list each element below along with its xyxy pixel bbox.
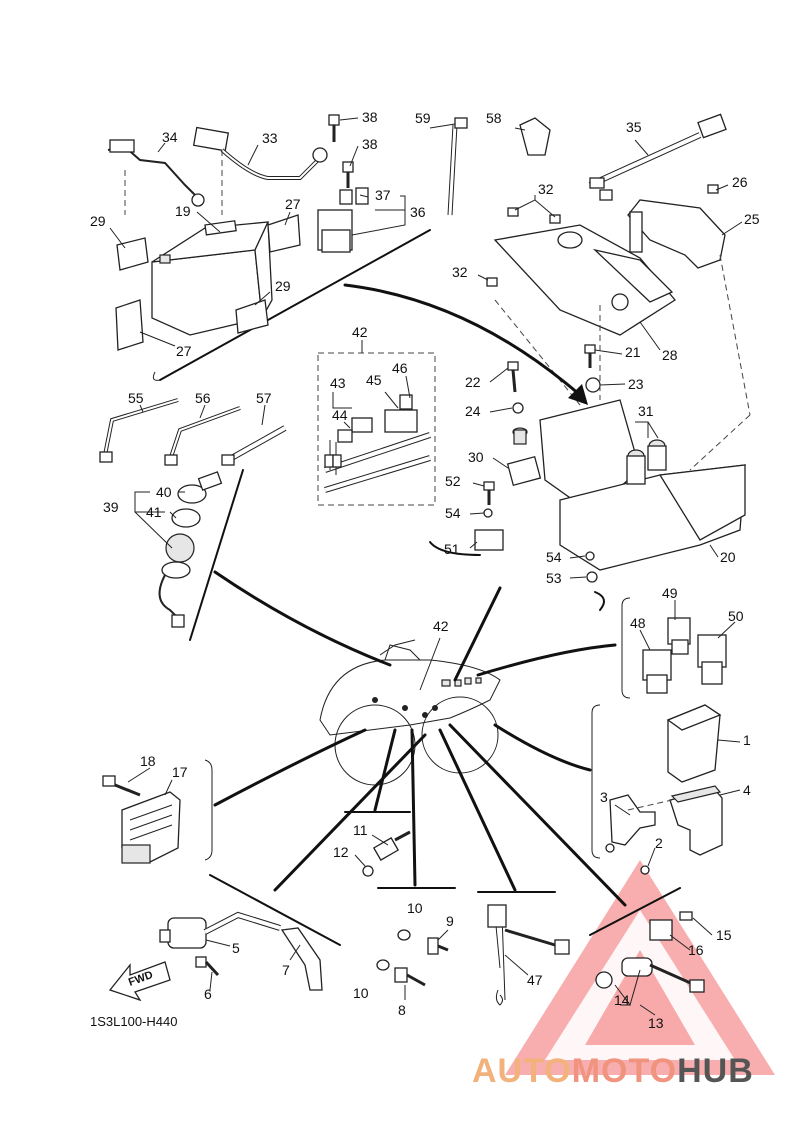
part-number: 4	[743, 782, 751, 798]
part-number: 26	[732, 174, 748, 190]
part-number: 35	[626, 119, 642, 135]
watermark-logo: AUTOMOTOHUB	[472, 860, 775, 1090]
part-number: 2	[655, 835, 663, 851]
part-number: 21	[625, 344, 641, 360]
motorcycle-outline	[319, 637, 501, 786]
part-number: 15	[716, 927, 732, 943]
part-number-labels: 1 2 3 4 5 6 7 8 9 10 10 11 12 13 14 15 1…	[90, 109, 760, 1031]
part-number: 29	[275, 278, 291, 294]
part-number: 34	[162, 129, 178, 145]
part-number: 46	[392, 360, 408, 376]
battery-group	[107, 114, 431, 381]
part-number: 19	[175, 203, 191, 219]
part-number: 20	[720, 549, 736, 565]
watermark-auto: AUTO	[472, 1052, 572, 1090]
part-number: 7	[282, 962, 290, 978]
part-number: 30	[468, 449, 484, 465]
part-number: 44	[332, 407, 348, 423]
part-number: 45	[366, 372, 382, 388]
part-number: 53	[546, 570, 562, 586]
part-number: 31	[638, 403, 654, 419]
part-number: 32	[452, 264, 468, 280]
part-number: 55	[128, 390, 144, 406]
part-number: 3	[600, 789, 608, 805]
part-number: 17	[172, 764, 188, 780]
part-number: 41	[146, 504, 162, 520]
part-number: 6	[204, 986, 212, 1002]
tie-and-switch-group	[99, 398, 287, 641]
svg-text:AUTOMOTOHUB: AUTOMOTOHUB	[472, 1052, 754, 1090]
part-number: 24	[465, 403, 481, 419]
part-number: 39	[103, 499, 119, 515]
part-number: 40	[156, 484, 172, 500]
part-number: 58	[486, 110, 502, 126]
ecu-bracket-group	[343, 113, 751, 611]
part-number: 27	[285, 196, 301, 212]
part-number: 49	[662, 585, 678, 601]
fwd-arrow-icon	[108, 961, 171, 1002]
part-number: 52	[445, 473, 461, 489]
watermark-moto: MOTO	[572, 1052, 677, 1090]
part-number: 27	[176, 343, 192, 359]
regulator-and-coil-group: FWD	[102, 767, 323, 1002]
part-number: 42	[352, 324, 368, 340]
part-number: 29	[90, 213, 106, 229]
part-number: 51	[444, 541, 460, 557]
sensor-group	[354, 830, 570, 1006]
part-number: 18	[140, 753, 156, 769]
part-number: 25	[744, 211, 760, 227]
part-number: 28	[662, 347, 678, 363]
part-number: 54	[445, 505, 461, 521]
part-number: 38	[362, 136, 378, 152]
part-number: 47	[527, 972, 543, 988]
part-number: 10	[353, 985, 369, 1001]
part-number: 23	[628, 376, 644, 392]
part-number: 9	[446, 913, 454, 929]
part-number: 8	[398, 1002, 406, 1018]
part-number: 37	[375, 187, 391, 203]
fuse-box-group	[317, 340, 436, 506]
part-number: 38	[362, 109, 378, 125]
part-number: 42	[433, 618, 449, 634]
part-number: 13	[648, 1015, 664, 1031]
part-number: 5	[232, 940, 240, 956]
part-number: 48	[630, 615, 646, 631]
part-number: 56	[195, 390, 211, 406]
part-number: 1	[743, 732, 751, 748]
part-number: 50	[728, 608, 744, 624]
part-number: 22	[465, 374, 481, 390]
part-number: 16	[688, 942, 704, 958]
callout-lines	[204, 570, 681, 946]
part-number: 54	[546, 549, 562, 565]
part-number: 36	[410, 204, 426, 220]
part-number: 43	[330, 375, 346, 391]
watermark-hub: HUB	[677, 1052, 754, 1090]
part-number: 11	[353, 822, 368, 838]
part-number: 14	[614, 992, 630, 1008]
part-number: 57	[256, 390, 272, 406]
speed-sensor-group	[595, 911, 713, 1016]
diagram-code: 1S3L100-H440	[90, 1014, 177, 1029]
part-number: 59	[415, 110, 431, 126]
part-number: 10	[407, 900, 423, 916]
part-number: 33	[262, 130, 278, 146]
part-number: 32	[538, 181, 554, 197]
relay-and-ecu-group	[605, 600, 741, 875]
part-number: 12	[333, 844, 349, 860]
